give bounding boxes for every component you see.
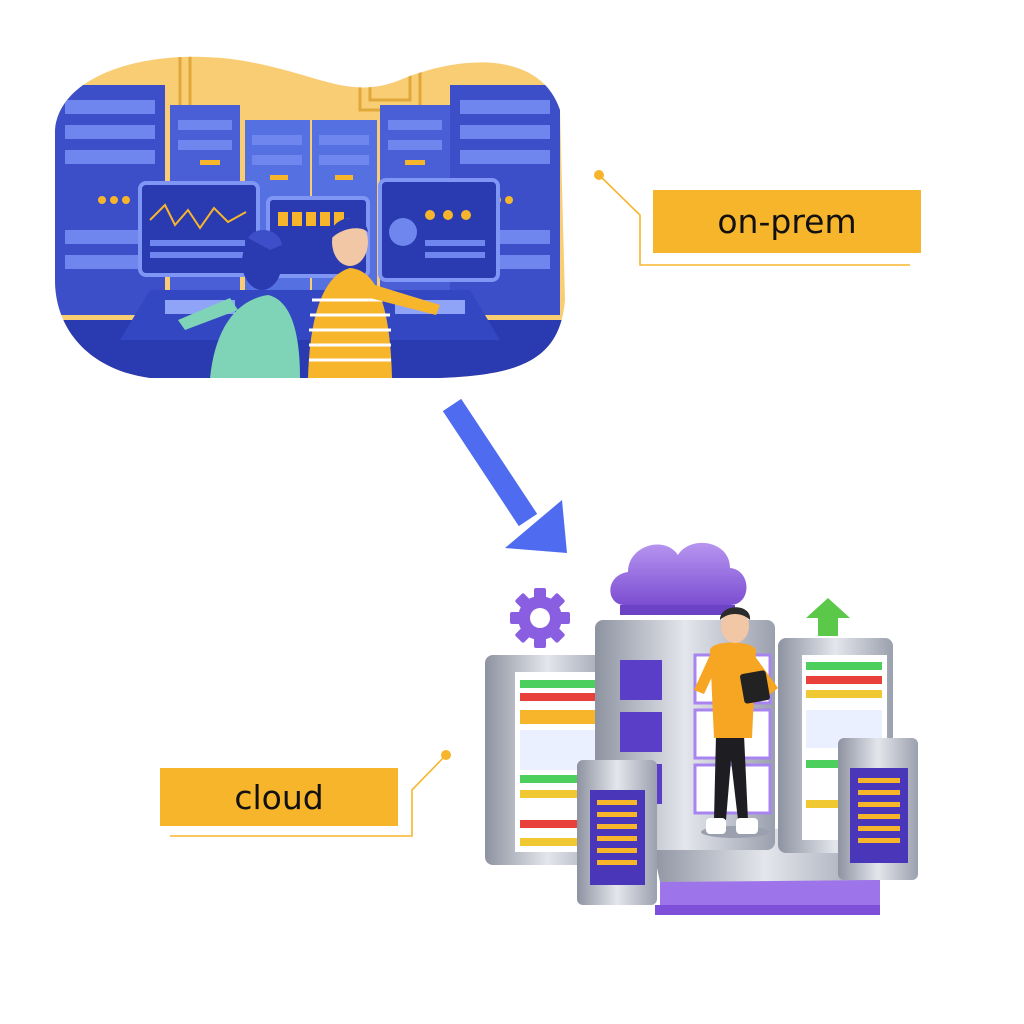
on-prem-label: on-prem [653, 190, 921, 253]
server-rack-icon [838, 738, 918, 880]
on-prem-label-text: on-prem [717, 202, 857, 241]
on-prem-connector [594, 170, 910, 266]
cloud-datacenter-illustration [485, 542, 918, 915]
migration-arrow [442, 398, 567, 553]
cloud-label-text: cloud [234, 777, 324, 817]
cloud-icon [610, 542, 747, 615]
operator-person-icon [178, 229, 300, 378]
gear-icon [510, 588, 570, 648]
cloud-label: cloud [160, 768, 398, 826]
cloud-connector [170, 750, 451, 837]
server-rack-icon [577, 760, 657, 905]
person-with-tablet-icon [694, 607, 778, 838]
operator-person-icon [308, 218, 440, 378]
upload-arrow-icon [806, 598, 850, 636]
server-room-illustration [55, 56, 565, 378]
